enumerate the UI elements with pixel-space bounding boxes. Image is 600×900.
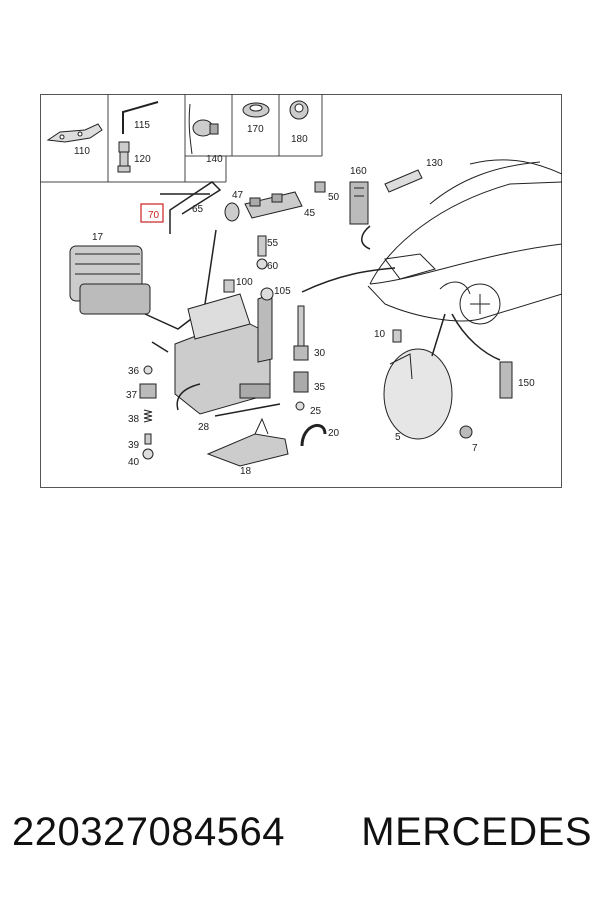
part-17-compressor [69,245,196,330]
parts-36-40-stack [139,365,157,460]
callout-35: 35 [314,382,326,393]
part-28-rod [214,403,281,417]
part-170-grommet [242,102,270,118]
callout-36: 36 [128,366,140,377]
callout-55: 55 [267,238,279,249]
callout-100: 100 [236,277,253,288]
callout-170: 170 [247,124,264,135]
callout-47: 47 [232,190,244,201]
callout-150: 150 [518,378,535,389]
part-130-tube [384,169,423,193]
part-47-valve [224,202,240,222]
part-100-bolt [223,279,235,293]
part-150-bracket [499,361,513,399]
callout-7: 7 [472,443,478,454]
part-50-sensor [314,181,326,193]
brand-name: MERCEDES [361,809,592,854]
callout-37: 37 [126,390,138,401]
callout-180: 180 [291,134,308,145]
car-outline [367,159,562,325]
callout-30: 30 [314,348,326,359]
callout-50: 50 [328,192,340,203]
callout-38: 38 [128,414,140,425]
callout-130: 130 [426,158,443,169]
part-140-valve [188,103,219,155]
callout-5: 5 [395,432,401,443]
part-115-hex-key [122,101,159,134]
callout-40: 40 [128,457,140,468]
part-5-reservoir [383,348,453,440]
callout-120: 120 [134,154,151,165]
part-30-damper [293,305,309,361]
part-25-clip [295,401,305,411]
callout-115: 115 [134,120,150,131]
part-number: 220327084564 [12,809,285,854]
callout-17: 17 [92,232,104,243]
highlight-box-70 [140,203,164,223]
callout-39: 39 [128,440,140,451]
callout-25: 25 [310,406,322,417]
part-55-60-fitting [256,235,268,270]
callout-160: 160 [350,166,367,177]
part-70-65-hose [160,181,222,234]
part-20-hose-bend [300,423,327,447]
pointer-arrows [151,225,501,411]
part-180-grommet [289,100,309,120]
part-105-bushing [260,287,274,301]
callout-20: 20 [328,428,340,439]
part-110-bracket [46,123,103,143]
part-10-bolt [392,329,402,343]
part-160-module [349,181,369,225]
part-18-bracket [206,417,289,467]
part-120-fitting [117,141,131,173]
callout-110: 110 [74,146,90,157]
part-45-valve-block [244,191,303,219]
callout-28: 28 [198,422,210,433]
callout-70: 70 [148,210,160,221]
valve-unit-assembly [174,293,273,415]
callout-45: 45 [304,208,316,219]
callout-10: 10 [374,329,386,340]
callout-65: 65 [192,204,204,215]
part-7-drain-valve [459,425,473,439]
inset-grid [40,94,323,183]
part-35-mount [293,371,309,393]
callout-140: 140 [206,154,223,165]
parts-diagram: 110 115 120 140 170 180 160 130 70 65 47… [40,94,562,477]
callout-105: 105 [274,286,291,297]
callout-60: 60 [267,261,279,272]
callout-18: 18 [240,466,252,477]
product-caption: 220327084564 MERCEDES [12,804,592,860]
